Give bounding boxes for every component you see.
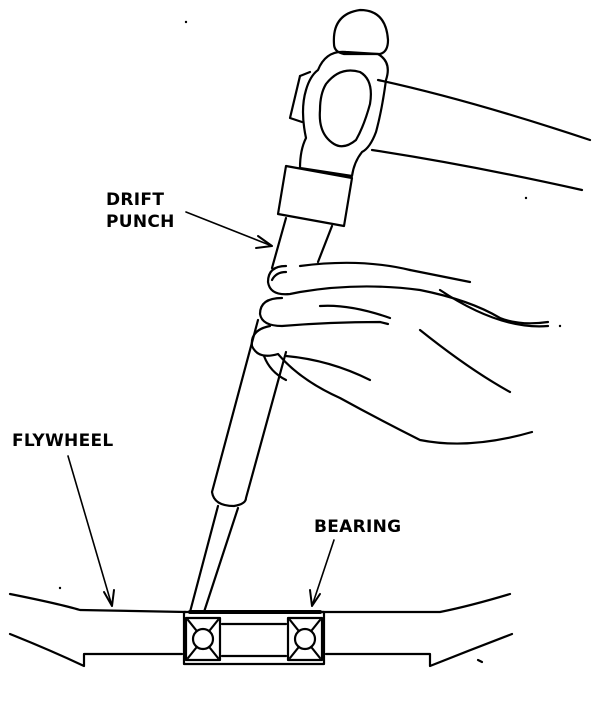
flywheel-left-profile	[8, 632, 184, 668]
bearing-label: BEARING	[314, 517, 402, 537]
finger-upper	[266, 264, 550, 325]
hammer-collar	[276, 164, 354, 228]
hammer-ball-peen	[332, 8, 390, 56]
hand	[250, 261, 550, 445]
flywheel-label: FLYWHEEL	[12, 431, 114, 451]
bearing-leader	[311, 539, 335, 607]
flywheel-leader	[67, 455, 113, 607]
drift-punch-label: DRIFT	[106, 190, 165, 210]
hammer-head	[298, 50, 389, 178]
bearing	[182, 610, 326, 666]
drift-punch-tip	[188, 504, 220, 614]
flywheel-right-profile	[324, 632, 514, 668]
drift-punch-label-line2: PUNCH	[106, 212, 175, 232]
flywheel-top-surface	[8, 592, 188, 614]
drift-punch-leader	[185, 211, 273, 247]
hammer	[276, 8, 592, 228]
finger-lower	[250, 324, 534, 445]
flywheel	[8, 592, 514, 668]
bearing-ball-right	[293, 627, 317, 651]
hammer-handle	[376, 78, 592, 142]
finger-middle	[258, 296, 390, 328]
drift-punch-shaft	[210, 318, 288, 508]
drift-punch	[188, 216, 334, 614]
bearing-ball-left	[191, 627, 215, 651]
leader-arrows	[67, 211, 335, 607]
scan-specks	[58, 20, 562, 590]
